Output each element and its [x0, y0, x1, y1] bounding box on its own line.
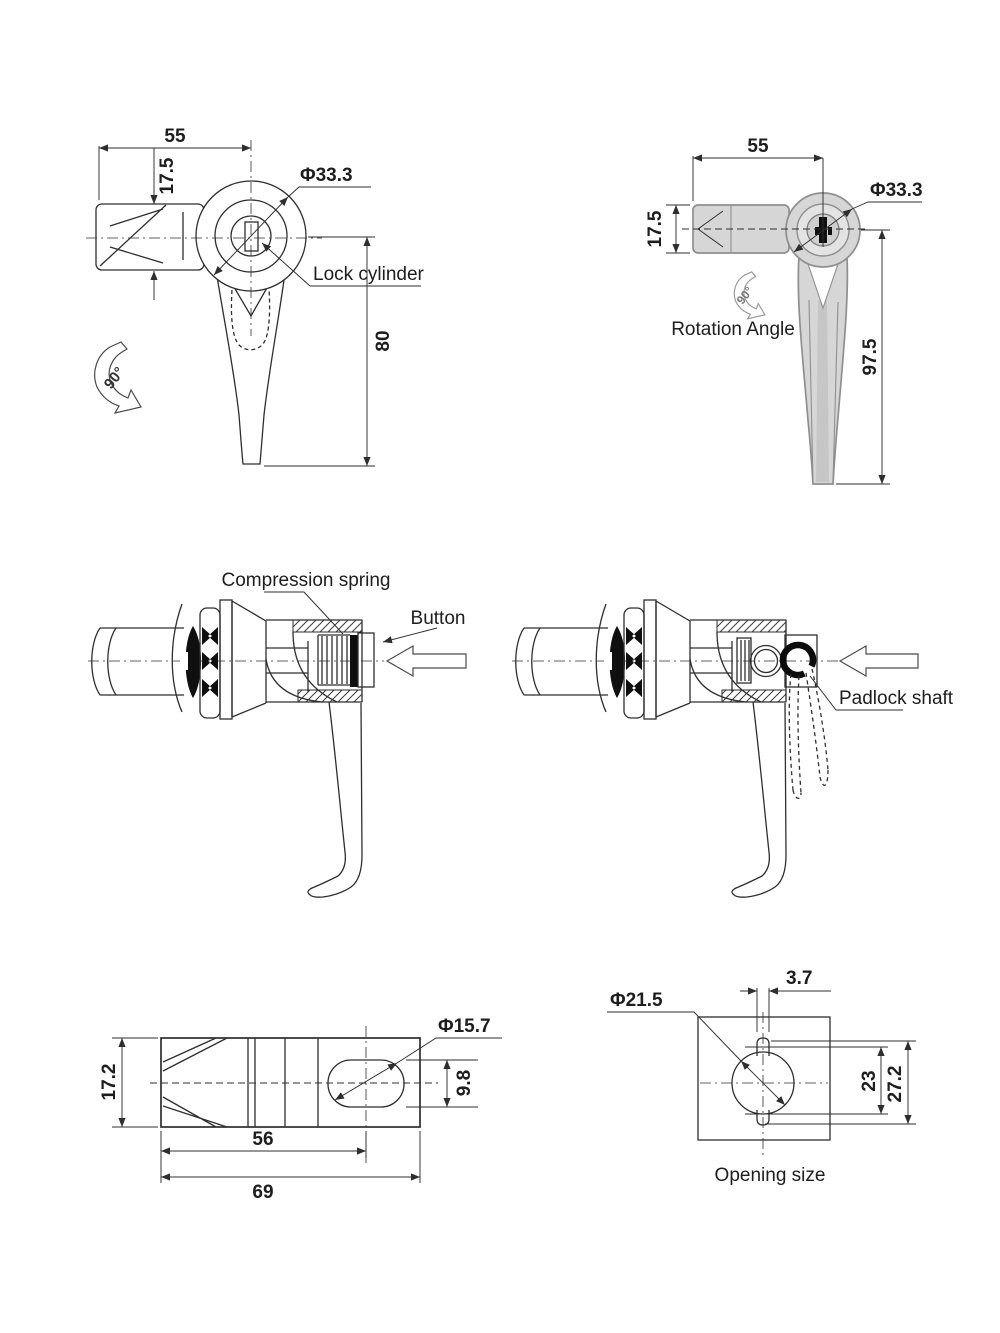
dim-80: 80 — [373, 330, 394, 351]
dia-leader — [287, 186, 371, 198]
ext-lines-23 — [745, 1046, 888, 1115]
grip-shading — [816, 300, 829, 482]
bar-detail-lines — [99, 204, 184, 267]
dim-diameter: Φ33.3 — [300, 165, 353, 186]
dia-leader — [607, 1011, 742, 1062]
compression-spring-coils — [321, 636, 348, 684]
button-cap — [357, 632, 375, 688]
dia-arrow-line — [213, 196, 289, 276]
dim-21-5: Φ21.5 — [610, 990, 663, 1011]
dim-27-2: 27.2 — [885, 1066, 906, 1103]
dim-15-7: Φ15.7 — [438, 1016, 491, 1037]
button-leader-arrow — [382, 627, 438, 644]
dia-arrow-line — [793, 208, 853, 253]
padlock-hole-inner — [753, 648, 779, 674]
dim-23: 23 — [859, 1070, 880, 1091]
dia-leader — [851, 201, 922, 210]
spring-leader — [264, 591, 344, 635]
slot-dia-leader — [396, 1037, 502, 1064]
spring-cavity — [317, 634, 350, 686]
bracket-lines — [740, 640, 750, 681]
ext-lines-bottom — [160, 1131, 421, 1183]
lock-leader-arrow — [261, 242, 311, 287]
dim-17-2: 17.2 — [99, 1064, 120, 1101]
label-padlock-shaft: Padlock shaft — [839, 688, 954, 709]
padlock-leader — [809, 675, 903, 711]
end-chamfer-lines — [162, 1037, 228, 1128]
handle-bar — [95, 203, 205, 271]
dim-17-5: 17.5 — [645, 210, 666, 247]
rotated-view: 55 17.5 Φ33.3 97.5 90° Rotation Angle — [645, 136, 923, 485]
handle-outline — [215, 265, 287, 465]
body-section-lines — [247, 1038, 319, 1127]
spring-cavity-hidden — [230, 275, 271, 351]
ext-lines-9-8 — [406, 1059, 478, 1108]
dia-arrow-line — [740, 1060, 786, 1106]
side-view-padlock: Padlock shaft — [512, 599, 954, 898]
button-inner-band — [350, 635, 358, 687]
padlock-shackle — [779, 641, 817, 679]
label-opening-size: Opening size — [715, 1165, 826, 1186]
opening-size-view: Φ21.5 3.7 23 27.2 Opening size — [607, 968, 916, 1186]
dim-diameter: Φ33.3 — [870, 180, 923, 201]
label-lock-cylinder: Lock cylinder — [313, 264, 425, 285]
hanging-padlock-hidden — [788, 668, 829, 799]
handle-slot — [327, 1059, 405, 1108]
dim-69: 69 — [252, 1182, 273, 1203]
dim-9-8: 9.8 — [454, 1070, 475, 1096]
dim-56: 56 — [252, 1129, 273, 1150]
ext-lines-3-7 — [756, 988, 770, 1032]
slot-dia-arrow — [334, 1062, 398, 1101]
label-button: Button — [411, 608, 466, 629]
housing-body — [160, 1037, 421, 1128]
side-view-button: Compression spring Button — [88, 570, 467, 898]
panel-outline — [697, 1016, 831, 1141]
push-arrow-icon — [838, 644, 919, 678]
dim-55: 55 — [747, 136, 769, 157]
dim-55: 55 — [164, 126, 186, 147]
top-view: 17.2 Φ15.7 9.8 56 69 — [99, 1016, 502, 1203]
push-arrow-icon — [385, 644, 467, 678]
centerlines — [700, 1012, 828, 1158]
dim-3-7: 3.7 — [786, 968, 812, 989]
ext-lines-27-2 — [765, 1040, 916, 1125]
grip-inner-lines — [808, 299, 839, 483]
label-rotation-angle: Rotation Angle — [671, 319, 795, 340]
keyhole-nub-right — [828, 227, 832, 235]
dim-17-5: 17.5 — [157, 157, 178, 194]
label-compression-spring: Compression spring — [222, 570, 391, 591]
dim-97-5: 97.5 — [860, 338, 881, 375]
front-view: 55 17.5 Φ33.3 Lock cylinder 80 90° — [86, 126, 425, 467]
